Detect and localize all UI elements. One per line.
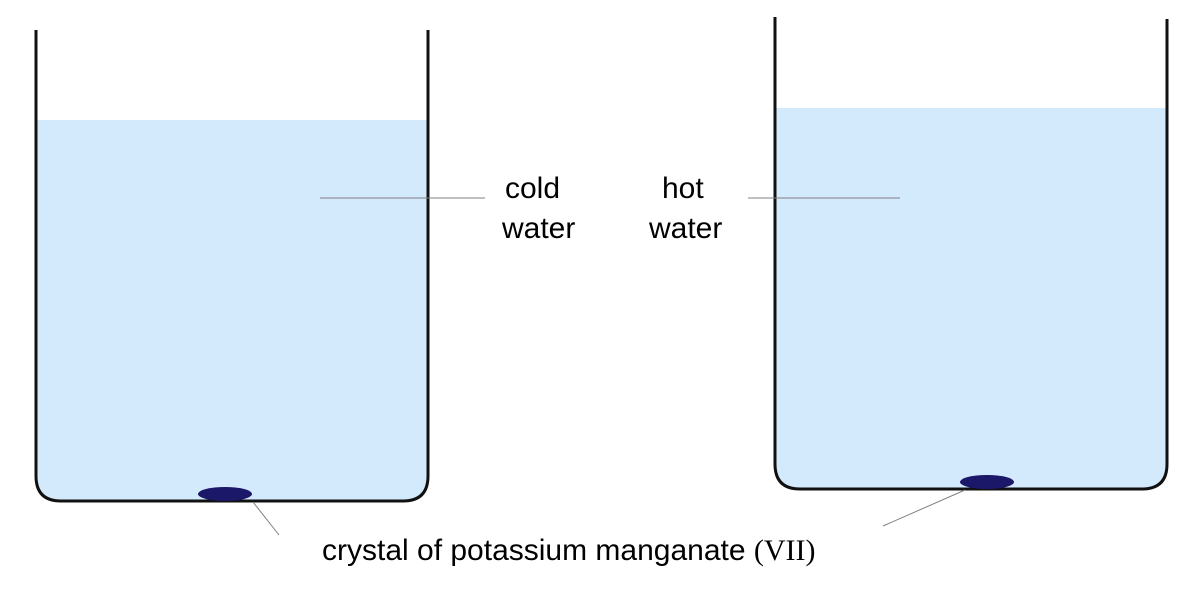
label-crystal-roman: (VII) [754, 534, 816, 567]
crystal-cold [198, 487, 252, 501]
beaker-hot-outline [773, 17, 1169, 491]
crystal-hot [960, 475, 1014, 489]
label-crystal: crystal of potassium manganate (VII) [322, 534, 816, 567]
label-cold-1: cold [505, 172, 560, 205]
label-cold-2: water [501, 212, 575, 245]
label-hot-1: hot [662, 172, 704, 205]
label-hot-2: water [648, 212, 722, 245]
beaker-cold-outline [34, 30, 430, 503]
beaker-hot [773, 17, 1169, 491]
leader-crystal-cold [252, 501, 280, 536]
water-hot [775, 108, 1167, 489]
beaker-cold [34, 30, 430, 503]
water-cold [36, 120, 428, 501]
label-crystal-text: crystal of potassium manganate [322, 534, 754, 567]
leader-crystal-hot [882, 489, 966, 527]
